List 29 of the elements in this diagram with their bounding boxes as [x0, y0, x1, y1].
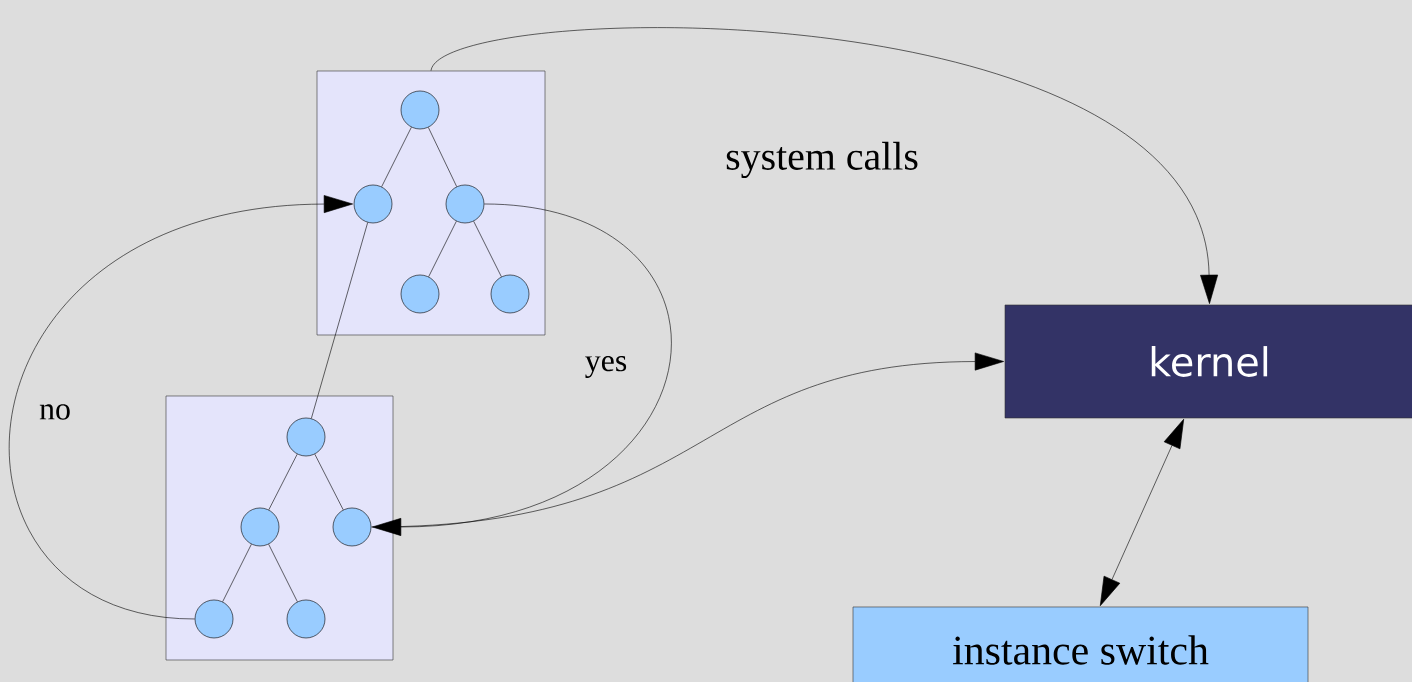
tree-node-circle	[353, 184, 393, 224]
connector-line	[268, 453, 298, 511]
tree-node-circle	[445, 184, 485, 224]
arrow	[371, 352, 1004, 528]
process-box: instance switch	[852, 606, 1309, 682]
process-box: kernel	[1004, 304, 1412, 419]
tree-node-circle	[332, 507, 372, 547]
arrow	[9, 195, 353, 620]
tree-node-circle	[286, 417, 326, 457]
arrow	[1099, 418, 1184, 607]
tree-node-circle	[490, 274, 530, 314]
connector-line	[428, 220, 457, 278]
connector-line	[473, 220, 502, 278]
tree-node-circle	[400, 274, 440, 314]
connector-line	[311, 222, 368, 419]
edge-label: no	[37, 402, 73, 422]
connector-line	[314, 453, 344, 511]
arrow	[372, 203, 671, 536]
connector-line	[381, 126, 412, 188]
tree-node-circle	[194, 599, 234, 639]
edge-label: yes	[582, 354, 630, 380]
connector-line	[428, 127, 457, 187]
tree-node-circle	[240, 507, 280, 547]
tree-node-circle	[286, 599, 326, 639]
connector-line	[268, 543, 298, 603]
tree-node-circle	[400, 90, 440, 130]
connector-line	[222, 543, 252, 603]
edge-label: system calls	[723, 139, 921, 181]
arrow	[430, 27, 1219, 304]
